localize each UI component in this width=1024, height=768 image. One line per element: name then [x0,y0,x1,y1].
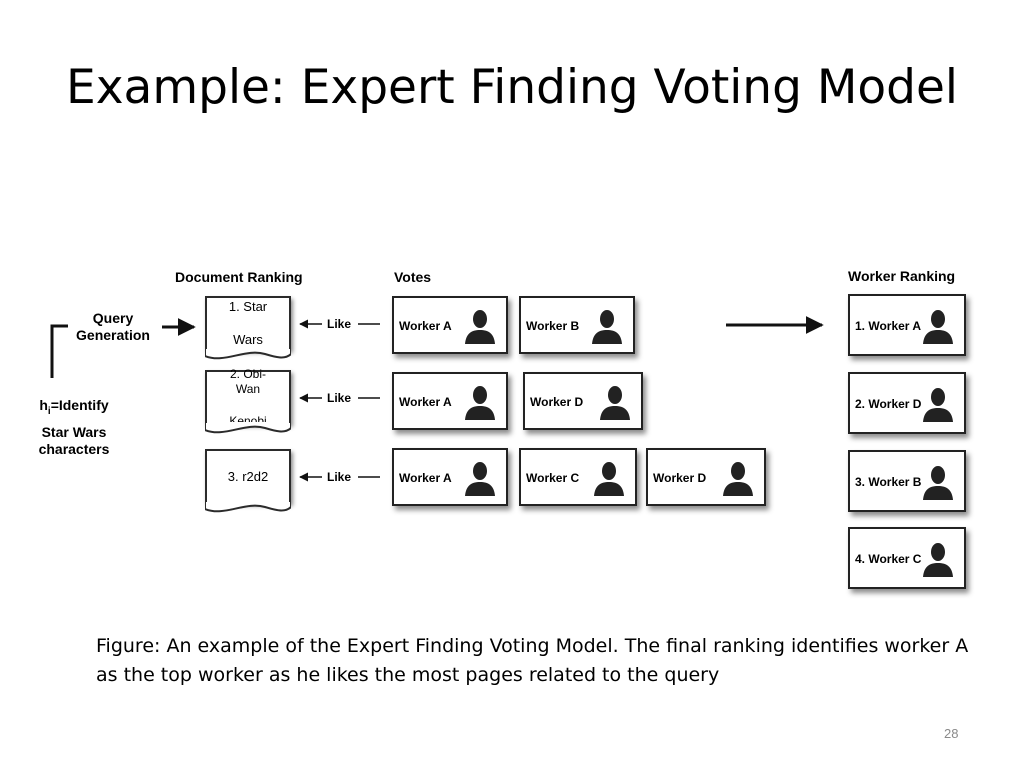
vote-worker-name: Worker A [399,395,452,409]
person-silhouette-icon [465,386,495,420]
vote-worker-name: Worker B [526,319,580,333]
document-ranking-header: Document Ranking [175,269,303,285]
like-label-3: Like [327,470,352,484]
like-label-2: Like [327,391,352,405]
hypothesis-label: hi=Identify Star Wars characters [22,397,126,457]
vote-card: Worker D [523,372,643,430]
vote-card: Worker C [519,448,637,506]
vote-card: Worker B [519,296,635,354]
ranked-worker-4: 4. Worker C [848,527,966,589]
document-3-edge [205,501,291,513]
like-label-1: Like [327,317,352,331]
vote-worker-name: Worker A [399,471,452,485]
vote-card: Worker A [392,296,508,354]
query-generation-label: Query Generation [76,310,150,343]
hypothesis-line-2: Star Wars [41,423,107,440]
vote-worker-name: Worker D [530,395,584,409]
page-number: 28 [944,726,959,741]
person-silhouette-icon [723,462,753,496]
document-1-edge [205,348,291,360]
ranked-worker-2: 2. Worker D [848,372,966,434]
document-2-edge [205,422,291,434]
person-silhouette-icon [923,543,953,577]
person-silhouette-icon [923,388,953,422]
ranked-worker-name: 3. Worker B [855,475,922,489]
vote-worker-name: Worker D [653,471,707,485]
slide-title: Example: Expert Finding Voting Model [66,60,958,115]
hypothesis-line-3: characters [38,440,110,457]
vote-worker-name: Worker C [526,471,580,485]
worker-ranking-header: Worker Ranking [848,268,956,284]
hypothesis-line-1: hi=Identify [39,397,109,417]
vote-card: Worker A [392,448,508,506]
person-silhouette-icon [923,466,953,500]
ranked-worker-name: 4. Worker C [855,552,922,566]
figure-caption: Figure: An example of the Expert Finding… [96,635,969,686]
person-silhouette-icon [465,462,495,496]
person-silhouette-icon [594,462,624,496]
ranked-worker-name: 1. Worker A [855,319,922,333]
ranked-worker-1: 1. Worker A [848,294,966,356]
document-3: 3. r2d2 [205,449,291,513]
hypothesis-subscript: i [47,405,51,417]
person-silhouette-icon [600,386,630,420]
ranked-worker-name: 2. Worker D [855,397,922,411]
person-silhouette-icon [592,310,622,344]
hypothesis-bracket [50,324,68,378]
vote-card: Worker A [392,372,508,430]
person-silhouette-icon [923,310,953,344]
votes-header: Votes [394,269,432,285]
person-silhouette-icon [465,310,495,344]
vote-worker-name: Worker A [399,319,452,333]
vote-card: Worker D [646,448,766,506]
ranked-worker-3: 3. Worker B [848,450,966,512]
